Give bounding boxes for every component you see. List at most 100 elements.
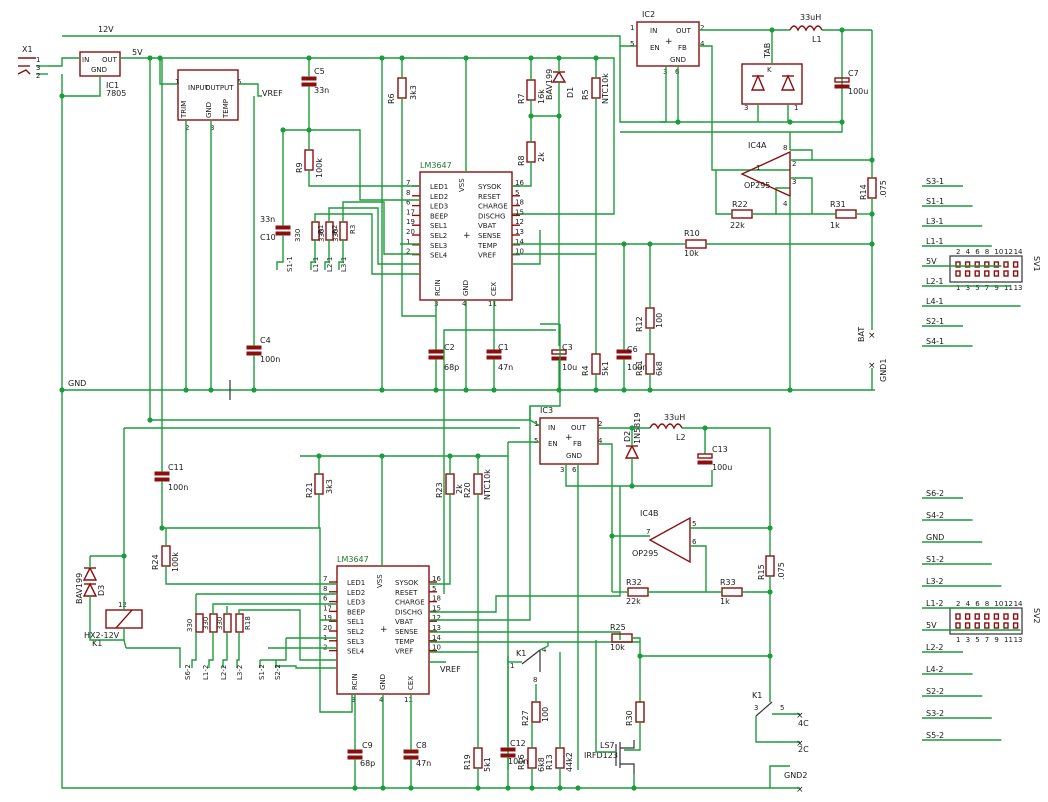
relay-out-gnd2: GND2 — [784, 771, 807, 780]
k1-contact-name: K1 — [516, 649, 526, 658]
pin-name: SEL4 — [347, 648, 365, 656]
ic4b-value: OP295 — [632, 549, 658, 558]
header-pin-number-top: 2 — [956, 248, 960, 256]
ic3-gnd: GND — [566, 452, 582, 460]
pin-number: 5 — [515, 189, 519, 197]
net-12v-label: 12V — [98, 25, 114, 34]
header-net-label: S3-1 — [926, 177, 944, 186]
pin-number: 14 — [432, 634, 441, 642]
ic2-name: IC2 — [642, 10, 655, 19]
r25-value: 10k — [610, 643, 625, 652]
header-net-label: GND — [926, 533, 944, 542]
pin-number: 19 — [406, 218, 415, 226]
junction-dot — [447, 453, 453, 459]
junction-dot — [352, 785, 358, 791]
pin-name: SYSOK — [395, 579, 419, 587]
d3-name: D3 — [97, 585, 106, 596]
r12-value: 100 — [655, 313, 664, 328]
ic4a-pin2: 2 — [792, 160, 796, 168]
ic1-gnd-pin: GND — [91, 66, 107, 74]
pin-name: VBAT — [395, 618, 414, 626]
lm3647-1-left-pins: LED17LED28LED36BEEP17SEL119SEL220SEL31SE… — [406, 179, 448, 260]
r8-name: R8 — [517, 155, 526, 166]
capacitor-c4: C4 100n — [246, 336, 280, 364]
resistor-r32: R32 22k — [626, 578, 649, 606]
r16-value: 6k8 — [537, 757, 546, 772]
r16-name: R16 — [517, 754, 526, 770]
r3-name: R3 — [349, 225, 357, 234]
header-pin — [974, 270, 980, 277]
ic2-out: OUT — [676, 27, 692, 35]
pin-name: SENSE — [395, 628, 418, 636]
r19-value: 5k1 — [483, 757, 492, 772]
ref-trim-pin: TRIM — [180, 101, 188, 119]
junction-dot — [637, 653, 643, 659]
header-pin-number-top: 14 — [1014, 600, 1023, 608]
header-pin — [964, 622, 971, 629]
header-pin — [984, 261, 990, 268]
r-330-a-value: 330 — [186, 619, 194, 632]
header-pin-number-bottom: 13 — [1014, 636, 1023, 644]
c8-name: C8 — [416, 741, 427, 750]
junction-dot — [379, 453, 385, 459]
r1-330-value: 330 — [294, 229, 302, 242]
k1-contact-pin4: 4 — [542, 646, 547, 654]
pin-number: 20 — [323, 624, 332, 632]
header-pin — [964, 613, 971, 620]
junction-dot — [59, 387, 65, 393]
ref-output-pin: OUTPUT — [205, 84, 234, 92]
pin-number: 12 — [432, 614, 441, 622]
c7-name: C7 — [848, 69, 859, 78]
pin-name: SEL1 — [347, 618, 364, 626]
net-l1-2: L1-2 — [202, 665, 210, 680]
resistor-r15: R15 .075 — [757, 555, 786, 580]
c1-name: C1 — [498, 343, 509, 352]
x1-label: X1 — [22, 45, 33, 54]
pin-name: SEL1 — [430, 222, 447, 230]
relay-k1-name: K1 — [752, 691, 762, 700]
junction-dot — [609, 533, 615, 539]
r2-name: R2 — [331, 225, 339, 234]
junction-dot — [767, 525, 773, 531]
junction-dot — [575, 785, 581, 791]
r-330-b-value: 330 — [202, 617, 210, 630]
junction-dot — [869, 241, 875, 247]
pin-number: 18 — [432, 595, 441, 603]
d3-value: BAV199 — [75, 573, 84, 604]
pin-number: 7 — [406, 179, 410, 187]
pin-name: CHARGE — [395, 599, 425, 607]
r33-name: R33 — [720, 578, 736, 587]
r32-value: 22k — [626, 597, 641, 606]
resistor-r27: R27 100 — [521, 701, 550, 726]
connector-x1: X1 1 3 2 — [17, 45, 48, 80]
ic1-out-pin: OUT — [102, 56, 118, 64]
junction-dot — [647, 241, 653, 247]
lm3647-2-gnd: GND — [379, 674, 387, 690]
bat-pad-mark: × — [868, 331, 876, 341]
junction-dot — [463, 387, 469, 393]
r7-value: 16k — [537, 89, 546, 104]
junction-dot — [408, 785, 414, 791]
r25-name: R25 — [610, 623, 626, 632]
r3-330-value: 330 — [332, 229, 340, 242]
junction-dot — [379, 55, 385, 61]
junction-dot — [306, 127, 312, 133]
junction-dot — [556, 55, 562, 61]
lm3647-1-name: LM3647 — [420, 161, 452, 170]
junction-dot — [280, 127, 286, 133]
lm3647-1-vss: VSS — [458, 178, 466, 192]
gnd1-label: GND1 — [879, 359, 888, 382]
lm3647-ic-2: LM3647 VSS RCIN GND CEX 3 4 11 + LED17LE… — [323, 555, 441, 704]
junction-dot — [767, 589, 773, 595]
diode-d1: BAV199 D1 — [545, 69, 575, 100]
pin-name: LED2 — [430, 193, 448, 201]
r12-name: R12 — [635, 316, 644, 332]
header-net-label: L2-1 — [926, 277, 944, 286]
header-pin — [993, 613, 1000, 620]
ic3-pin3: 3 — [560, 466, 564, 474]
sv2-name: SV2 — [1032, 608, 1041, 624]
pin-name: SYSOK — [478, 183, 502, 191]
c1-value: 47n — [498, 363, 513, 372]
